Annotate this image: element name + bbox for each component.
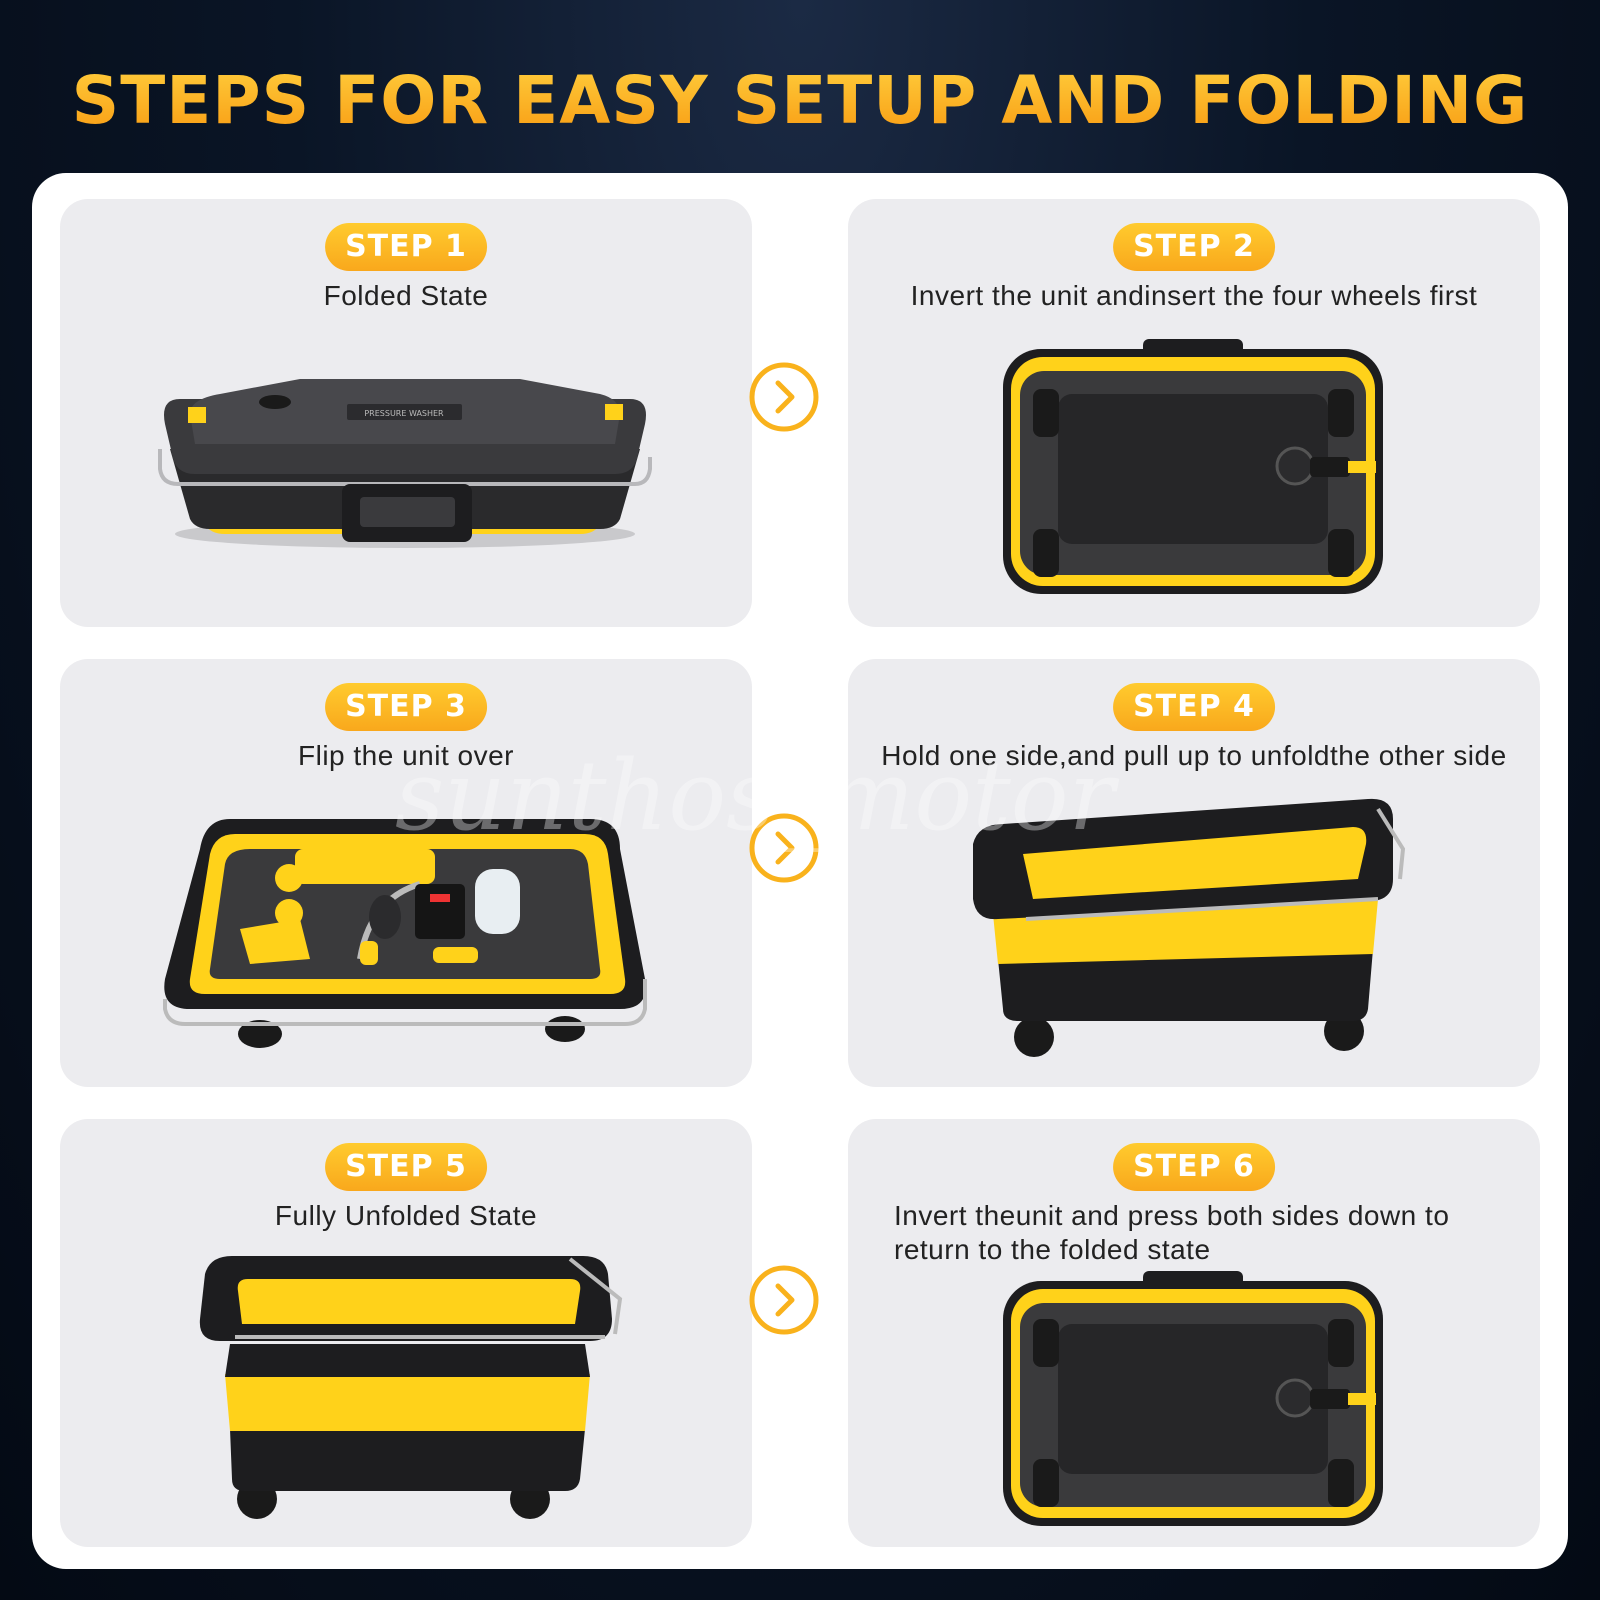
step-badge: STEP 2 [1113,223,1275,271]
step-badge: STEP 3 [325,683,487,731]
step-card-4: STEP 4 Hold one side,and pull up to unfo… [848,659,1540,1087]
step-description: Invert the unit andinsert the four wheel… [910,280,1478,311]
svg-text:PRESSURE WASHER: PRESSURE WASHER [364,409,444,418]
step-description: Hold one side,and pull up to unfoldthe o… [881,740,1507,771]
steps-board: PRESSURE WASHER STEP 1 Folded State [32,173,1568,1569]
chevron-right-circle-icon [749,362,819,432]
step-badge: STEP 4 [1113,683,1275,731]
open-with-accessories-image [163,819,647,1048]
inverted-folded-image [1003,1271,1383,1526]
folded-case-image: PRESSURE WASHER [158,379,652,548]
inverted-with-wheels-image [1003,339,1383,594]
step-badge: STEP 1 [325,223,487,271]
step-card-3: STEP 3 Flip the unit over [60,659,752,1087]
step-card-1: PRESSURE WASHER STEP 1 Folded State [60,199,752,627]
step-badge: STEP 5 [325,1143,487,1191]
step-description: Fully Unfolded State [274,1200,538,1231]
chevron-right-circle-icon [749,1265,819,1335]
chevron-right-circle-icon [749,813,819,883]
fully-unfolded-image [199,1256,623,1519]
step-card-5: STEP 5 Fully Unfolded State [60,1119,752,1547]
step-description: Folded State [323,280,489,311]
step-description: Flip the unit over [298,740,514,771]
partially-unfolded-image [973,798,1406,1057]
step-badge: STEP 6 [1113,1143,1275,1191]
step-description: Invert theunit and press both sides down… [894,1200,1450,1265]
step-card-6: STEP 6 Invert theunit and press both sid… [848,1119,1540,1547]
step-card-2: STEP 2 Invert the unit andinsert the fou… [848,199,1540,627]
page-title: STEPS FOR EASY SETUP AND FOLDING [0,62,1600,139]
